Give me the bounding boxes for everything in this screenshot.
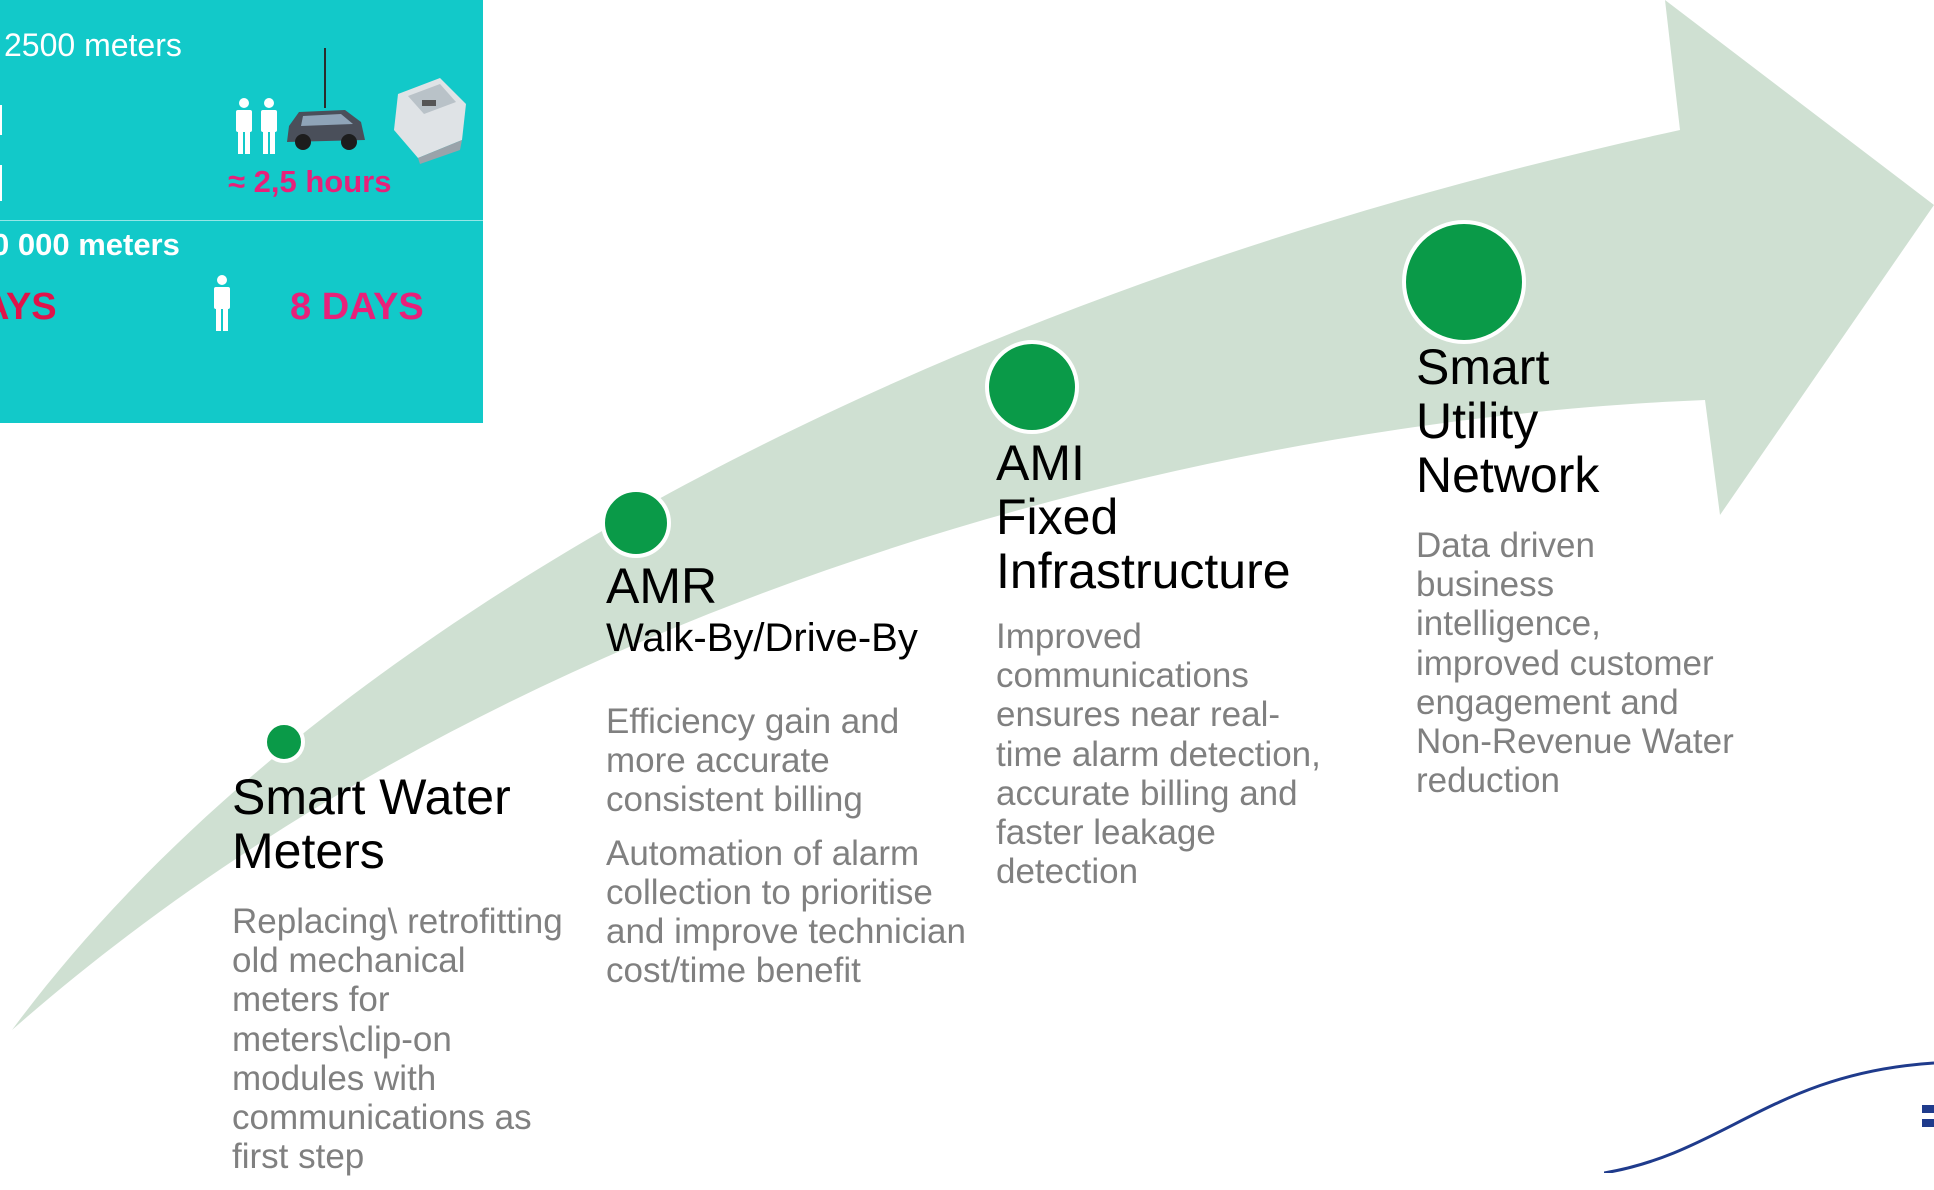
walk-days-label: AYS: [0, 286, 57, 328]
people-icon: [236, 98, 277, 154]
stage-3-title-line-3: Infrastructure: [996, 543, 1291, 599]
stage-1-description: Replacing\ retrofitting old mechanical m…: [232, 902, 577, 1190]
stage-2-subtitle: Walk-By/Drive-By: [606, 616, 918, 660]
stage-1-title-line-2: Meters: [232, 823, 385, 879]
stage-2-description: Efficiency gain and more accurate consis…: [606, 702, 981, 1004]
stage-2-marker: [601, 488, 671, 558]
person-icon: [214, 275, 230, 331]
stage-4-description-text: Data driven business intelligence, impro…: [1416, 526, 1734, 801]
stage-2-description-text-1: Efficiency gain and more accurate consis…: [606, 702, 900, 820]
stage-1-description-text: Replacing\ retrofitting old mechanical m…: [232, 902, 563, 1177]
stage-4-title-line-2: Utility: [1416, 393, 1539, 449]
stage-2-description-text-2: Automation of alarm collection to priori…: [606, 833, 966, 991]
person-icon: [0, 105, 2, 201]
stage-3-title: AMI Fixed Infrastructure: [996, 436, 1291, 598]
stage-2-title-line-1: AMR: [606, 558, 718, 614]
stage-4-title-line-3: Network: [1416, 447, 1600, 503]
stage-4-title-line-1: Smart: [1416, 339, 1550, 395]
meters-large-label: 0 000 meters: [0, 227, 180, 262]
stage-1-title: Smart Water Meters: [232, 770, 511, 878]
stage-3-description-text: Improved communications ensures near rea…: [996, 617, 1321, 892]
stage-4-marker: [1402, 220, 1526, 344]
car-icon: [287, 48, 365, 150]
logo-swoosh-icon: [1604, 1061, 1934, 1173]
stage-4-title: Smart Utility Network: [1416, 340, 1599, 502]
drive-by-time-label: ≈ 2,5 hours: [228, 164, 392, 199]
stage-3-marker: [985, 340, 1079, 434]
stage-3-description: Improved communications ensures near rea…: [996, 617, 1326, 905]
meter-reading-comparison-panel: 2500 meters ≈ 2,5 hours 0 000 meters AYS: [0, 0, 483, 423]
panel-divider: [0, 220, 483, 221]
device-icon: [394, 78, 466, 164]
team-days-label: 8 DAYS: [290, 286, 424, 328]
stage-1-title-line-1: Smart Water: [232, 769, 511, 825]
stage-2-title: AMR: [606, 559, 717, 613]
stage-4-description: Data driven business intelligence, impro…: [1416, 526, 1736, 814]
stage-1-marker: [263, 721, 305, 763]
stage-3-title-line-1: AMI: [996, 435, 1085, 491]
stage-3-title-line-2: Fixed: [996, 489, 1119, 545]
meters-small-label: 2500 meters: [4, 27, 182, 63]
